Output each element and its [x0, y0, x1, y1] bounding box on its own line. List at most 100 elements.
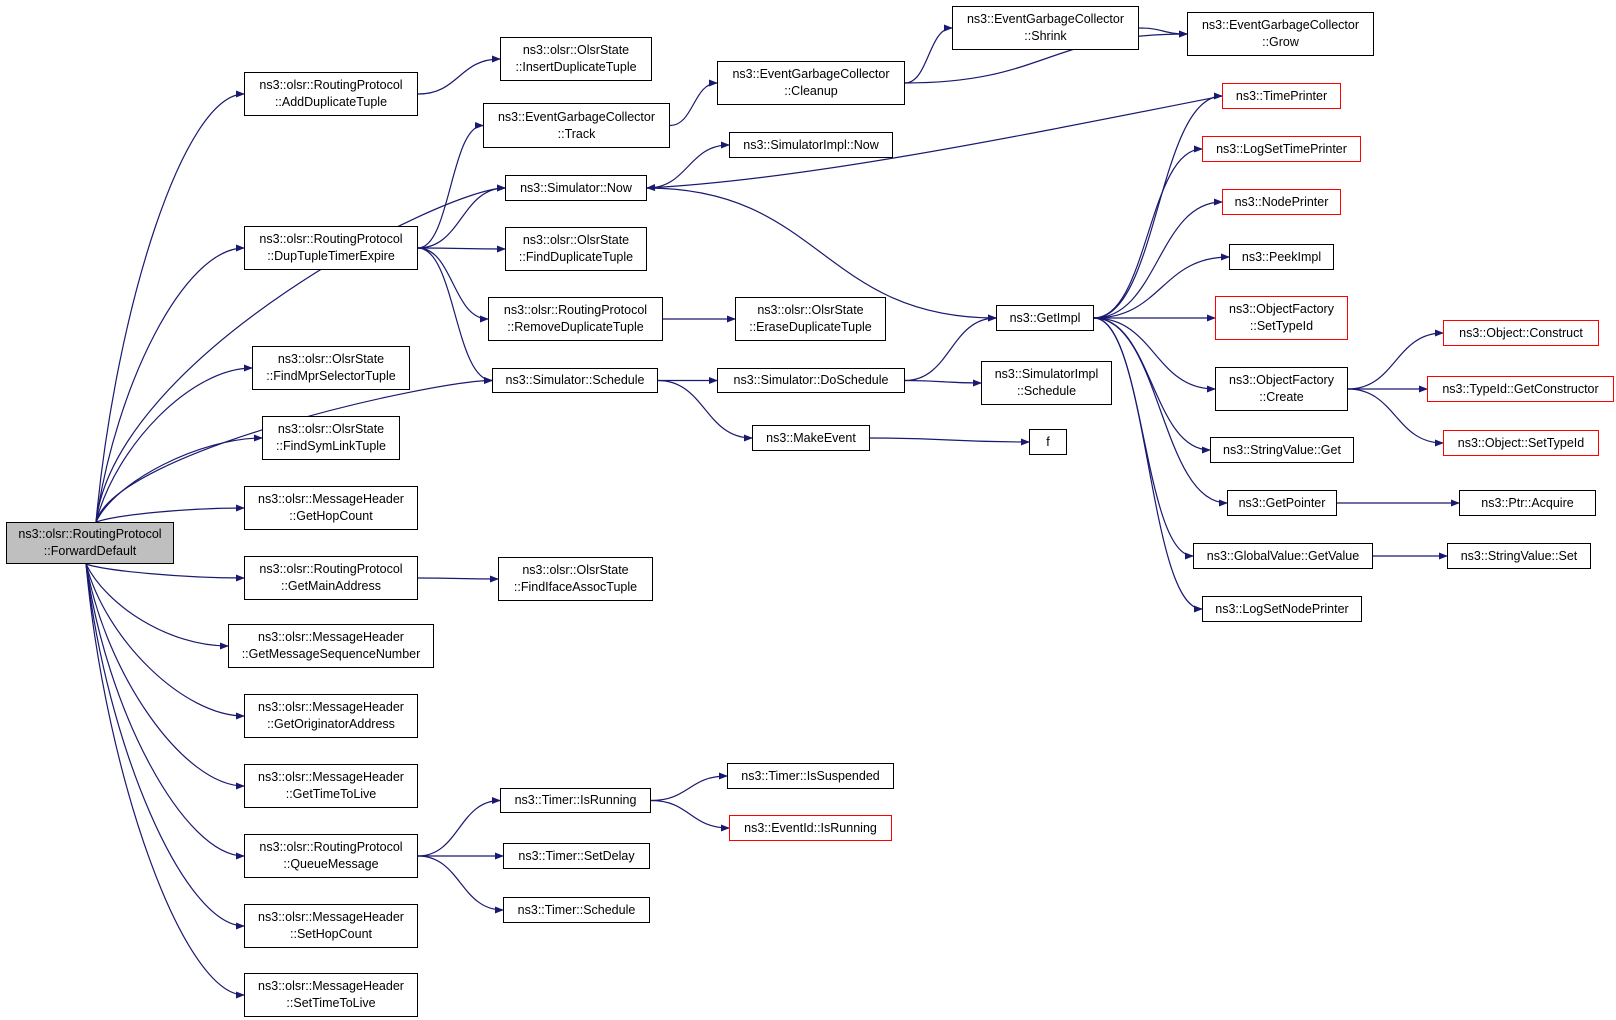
edge-root-to-getMain — [85, 563, 245, 582]
edge-doSchedule-to-implSchedule — [904, 379, 982, 387]
node-timerRunning[interactable]: ns3::Timer::IsRunning — [500, 788, 651, 813]
node-label: ns3::Timer::IsSuspended — [741, 768, 880, 783]
node-label: ::EraseDuplicateTuple — [749, 320, 872, 334]
edge-root-to-addDup — [95, 90, 245, 523]
edge-root-to-getOrig — [85, 563, 245, 720]
node-gvGet[interactable]: ns3::GlobalValue::GetValue — [1193, 543, 1373, 569]
node-label: ::DupTupleTimerExpire — [267, 249, 395, 263]
node-label: ns3::EventGarbageCollector — [732, 67, 890, 81]
node-strGet[interactable]: ns3::StringValue::Get — [1210, 437, 1354, 463]
node-findMpr[interactable]: ns3::olsr::OlsrState::FindMprSelectorTup… — [252, 346, 410, 390]
node-peekImpl[interactable]: ns3::PeekImpl — [1229, 244, 1334, 270]
node-getHop[interactable]: ns3::olsr::MessageHeader::GetHopCount — [244, 486, 418, 530]
node-strSet[interactable]: ns3::StringValue::Set — [1447, 543, 1591, 569]
node-label: ::ForwardDefault — [43, 544, 137, 558]
node-setTtl[interactable]: ns3::olsr::MessageHeader::SetTimeToLive — [244, 973, 418, 1017]
node-ofCreate[interactable]: ns3::ObjectFactory::Create — [1215, 367, 1348, 411]
edge-root-to-dupExpire — [95, 244, 245, 523]
node-getOrig[interactable]: ns3::olsr::MessageHeader::GetOriginatorA… — [244, 694, 418, 738]
node-label: ns3::olsr::OlsrState — [277, 422, 385, 436]
node-track[interactable]: ns3::EventGarbageCollector::Track — [483, 103, 670, 148]
node-label: ::GetHopCount — [289, 509, 373, 523]
node-eraseDup[interactable]: ns3::olsr::OlsrState::EraseDuplicateTupl… — [735, 297, 886, 341]
node-objSetType[interactable]: ns3::Object::SetTypeId — [1443, 430, 1599, 456]
node-label: ns3::olsr::RoutingProtocol — [259, 562, 403, 576]
node-label: ns3::Timer::SetDelay — [518, 848, 635, 863]
node-label: ns3::Object::SetTypeId — [1457, 435, 1585, 450]
node-label: ns3::olsr::OlsrState — [277, 352, 385, 366]
edge-makeEvent-to-f — [869, 437, 1030, 446]
node-label: ns3::olsr::RoutingProtocol — [259, 78, 403, 92]
node-implNow[interactable]: ns3::SimulatorImpl::Now — [729, 132, 893, 158]
node-ofSetType[interactable]: ns3::ObjectFactory::SetTypeId — [1215, 296, 1348, 340]
node-simSchedule[interactable]: ns3::Simulator::Schedule — [492, 368, 658, 393]
edge-getImpl-to-nodePrinter — [1093, 198, 1223, 319]
node-grow[interactable]: ns3::EventGarbageCollector::Grow — [1187, 12, 1374, 56]
edge-dupExpire-to-removeDup — [417, 247, 489, 323]
node-getImpl[interactable]: ns3::GetImpl — [996, 305, 1094, 331]
node-label: ns3::GetImpl — [1009, 310, 1081, 325]
edge-ofCreate-to-objSetType — [1347, 388, 1444, 447]
node-label: ns3::EventGarbageCollector — [966, 12, 1125, 26]
node-tidGetCtor[interactable]: ns3::TypeId::GetConstructor — [1427, 376, 1614, 402]
node-label: ns3::olsr::OlsrState — [757, 303, 864, 317]
node-label: ns3::Ptr::Acquire — [1481, 495, 1574, 510]
node-eventRunning[interactable]: ns3::EventId::IsRunning — [729, 815, 892, 841]
node-addDup[interactable]: ns3::olsr::RoutingProtocol::AddDuplicate… — [244, 72, 418, 116]
node-label: ns3::GlobalValue::GetValue — [1206, 548, 1360, 563]
node-timerSetDelay[interactable]: ns3::Timer::SetDelay — [503, 843, 650, 869]
node-label: ::GetMainAddress — [280, 579, 382, 593]
edge-timePrinter-to-simNow — [646, 95, 1223, 192]
node-label: ns3::olsr::MessageHeader — [258, 770, 404, 784]
node-removeDup[interactable]: ns3::olsr::RoutingProtocol::RemoveDuplic… — [488, 297, 663, 341]
node-cleanup[interactable]: ns3::EventGarbageCollector::Cleanup — [717, 61, 905, 105]
node-getSeq[interactable]: ns3::olsr::MessageHeader::GetMessageSequ… — [228, 624, 434, 668]
edge-ofCreate-to-objConstruct — [1347, 329, 1444, 390]
node-label: ::SetHopCount — [290, 927, 372, 941]
node-insertDup[interactable]: ns3::olsr::OlsrState::InsertDuplicateTup… — [500, 37, 652, 81]
node-implSchedule[interactable]: ns3::SimulatorImpl::Schedule — [981, 361, 1112, 405]
node-shrink[interactable]: ns3::EventGarbageCollector::Shrink — [952, 6, 1139, 50]
edge-root-to-setHop — [85, 563, 245, 930]
edge-root-to-getSeq — [85, 563, 229, 650]
edge-shrink-to-grow — [1138, 27, 1188, 38]
node-getTtl[interactable]: ns3::olsr::MessageHeader::GetTimeToLive — [244, 764, 418, 808]
node-dupExpire[interactable]: ns3::olsr::RoutingProtocol::DupTupleTime… — [244, 226, 418, 270]
node-f[interactable]: f — [1029, 429, 1067, 455]
edge-getMain-to-findIface — [417, 575, 499, 583]
node-queueMsg[interactable]: ns3::olsr::RoutingProtocol::QueueMessage — [244, 834, 418, 878]
node-getPointer[interactable]: ns3::GetPointer — [1227, 490, 1337, 516]
node-findIface[interactable]: ns3::olsr::OlsrState::FindIfaceAssocTupl… — [498, 557, 653, 601]
node-label: ::GetTimeToLive — [285, 787, 377, 801]
edge-dupExpire-to-simSchedule — [417, 247, 493, 385]
node-label: ns3::StringValue::Get — [1223, 442, 1341, 457]
node-label: ns3::EventGarbageCollector — [1201, 18, 1360, 32]
node-nodePrinter[interactable]: ns3::NodePrinter — [1222, 189, 1341, 215]
node-doSchedule[interactable]: ns3::Simulator::DoSchedule — [717, 368, 905, 393]
node-makeEvent[interactable]: ns3::MakeEvent — [752, 425, 870, 451]
edge-doSchedule-to-getImpl — [904, 314, 997, 382]
node-getMain[interactable]: ns3::olsr::RoutingProtocol::GetMainAddre… — [244, 556, 418, 600]
node-simNow[interactable]: ns3::Simulator::Now — [505, 175, 647, 201]
node-root[interactable]: ns3::olsr::RoutingProtocol::ForwardDefau… — [6, 522, 174, 564]
node-findDup[interactable]: ns3::olsr::OlsrState::FindDuplicateTuple — [505, 227, 647, 271]
node-label: ns3::Timer::Schedule — [517, 902, 636, 917]
node-setHop[interactable]: ns3::olsr::MessageHeader::SetHopCount — [244, 904, 418, 948]
node-logSetNode[interactable]: ns3::LogSetNodePrinter — [1202, 596, 1362, 622]
node-label: ns3::PeekImpl — [1241, 249, 1322, 264]
edge-simSchedule-to-makeEvent — [657, 379, 753, 442]
node-findSym[interactable]: ns3::olsr::OlsrState::FindSymLinkTuple — [262, 416, 400, 460]
node-timerSuspended[interactable]: ns3::Timer::IsSuspended — [727, 763, 894, 789]
edge-dupExpire-to-simNow — [417, 184, 506, 249]
node-logSetTime[interactable]: ns3::LogSetTimePrinter — [1202, 136, 1361, 162]
node-timerSchedule[interactable]: ns3::Timer::Schedule — [503, 897, 650, 923]
edge-timerRunning-to-timerSuspended — [650, 772, 728, 802]
edge-root-to-getTtl — [85, 563, 245, 790]
node-timePrinter[interactable]: ns3::TimePrinter — [1222, 83, 1341, 109]
node-label: ns3::LogSetNodePrinter — [1215, 601, 1349, 616]
node-label: ::FindSymLinkTuple — [276, 439, 386, 453]
node-ptrAcquire[interactable]: ns3::Ptr::Acquire — [1459, 490, 1596, 516]
node-objConstruct[interactable]: ns3::Object::Construct — [1443, 320, 1599, 346]
node-label: ns3::olsr::MessageHeader — [258, 979, 404, 993]
node-label: ::FindMprSelectorTuple — [266, 369, 396, 383]
